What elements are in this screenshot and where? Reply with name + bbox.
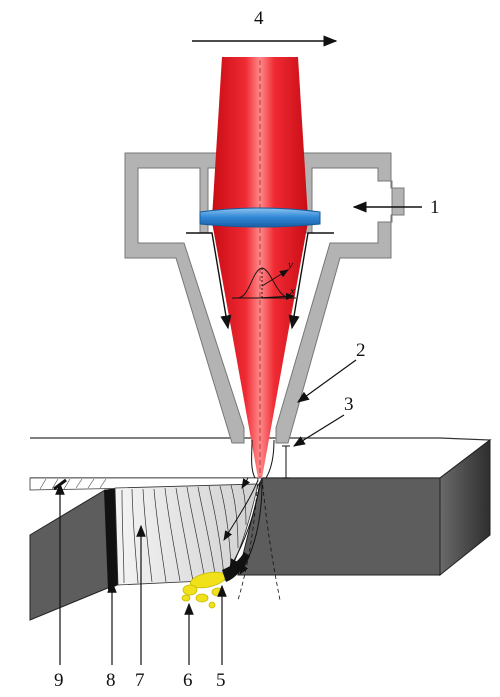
workpiece [29, 437, 492, 621]
workpiece-left-front-face [29, 489, 116, 621]
beam-profile [232, 267, 296, 301]
label-2: 2 [356, 340, 366, 361]
beam-collimated [212, 57, 308, 218]
label-8: 8 [106, 670, 116, 691]
standoff-dimension [282, 445, 290, 479]
profile-x-axis [257, 292, 295, 301]
label-4: 4 [254, 8, 264, 29]
axis-y-label: y [287, 259, 293, 271]
kerf-hatch [39, 478, 107, 490]
workpiece-front-face [237, 477, 441, 576]
label-1: 1 [430, 197, 440, 218]
label-7: 7 [135, 670, 145, 691]
profile-y-axis [261, 269, 289, 287]
dross-droplets [181, 571, 227, 609]
melt-film [222, 552, 250, 582]
label-6: 6 [183, 670, 193, 691]
striation-lines [121, 484, 247, 584]
bottom-leaders [55, 482, 227, 665]
nozzle-body [124, 152, 245, 444]
kerf-top-strip [29, 477, 263, 491]
focusing-lens [199, 207, 321, 228]
label-3: 3 [344, 394, 354, 415]
cut-flow-lines [223, 439, 275, 575]
heat-affected-zone-band [104, 488, 118, 590]
standoff-pointer [292, 414, 345, 447]
nozzle-pointer [297, 359, 357, 403]
workpiece-side-face [439, 438, 491, 577]
label-9: 9 [54, 670, 64, 691]
axis-x-label: x [289, 285, 295, 297]
label-5: 5 [216, 670, 226, 691]
gas-flow-arrows [186, 232, 334, 330]
